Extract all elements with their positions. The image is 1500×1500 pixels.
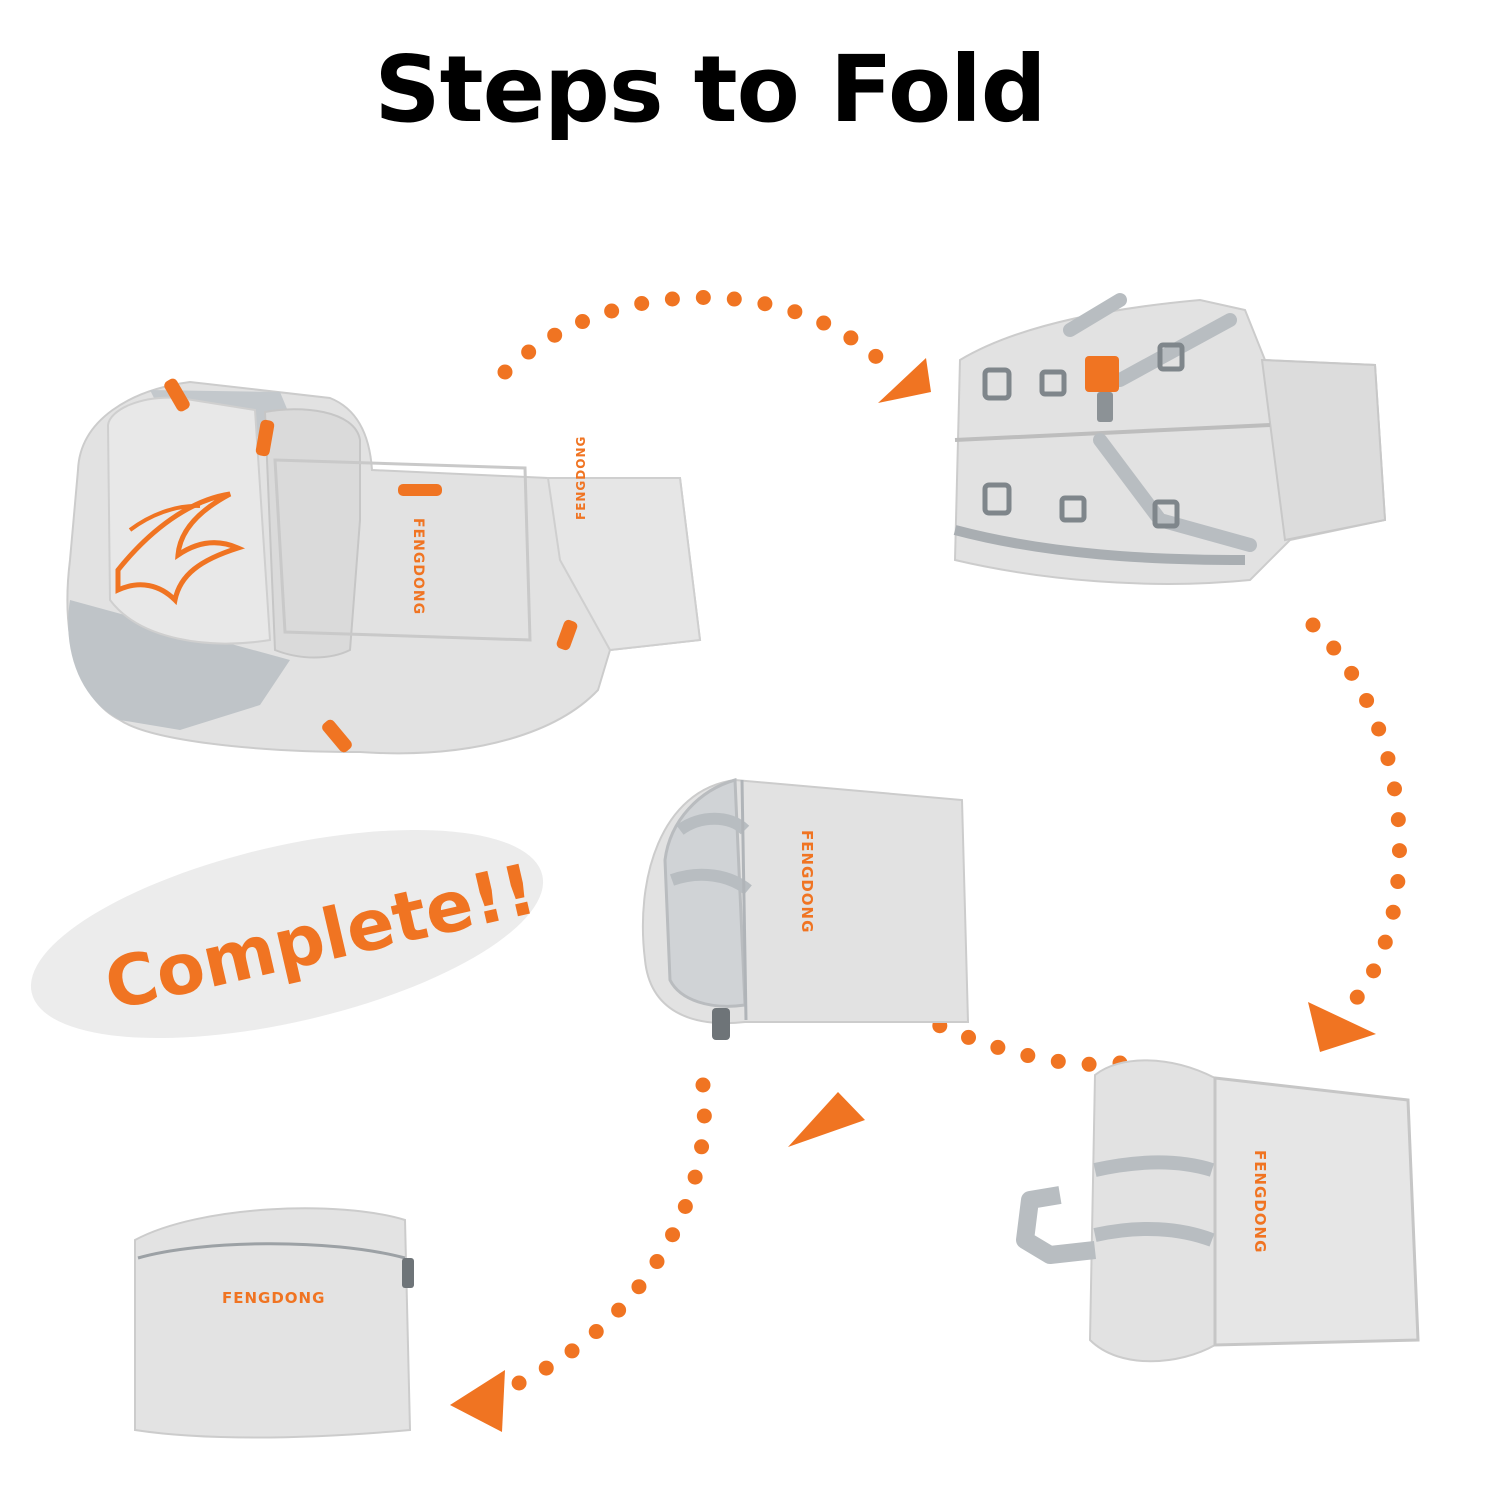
arrow-step2-to-step3 [1305, 617, 1407, 1052]
step2-folded-straps [953, 293, 1387, 585]
step3-rolled-into-pocket: FENGDONG [1016, 1059, 1420, 1363]
arrow-step1-to-step2 [497, 290, 931, 403]
page-title: Steps to Fold [374, 36, 1046, 143]
complete-badge: Complete!! [30, 829, 543, 1039]
step1-backpack: FENGDONG FENGDONG [66, 378, 702, 755]
brand-label: FENGDONG [222, 1289, 325, 1307]
brand-label: FENGDONG [410, 518, 426, 615]
step4-partial-pouch: FENGDONG [641, 778, 970, 1040]
brand-label: FENGDONG [798, 830, 816, 933]
arrow-step4-to-step5 [450, 1077, 712, 1432]
step5-folded-pouch: FENGDONG [134, 1207, 414, 1439]
brand-label: FENGDONG [1251, 1150, 1269, 1253]
brand-label: FENGDONG [574, 436, 588, 520]
